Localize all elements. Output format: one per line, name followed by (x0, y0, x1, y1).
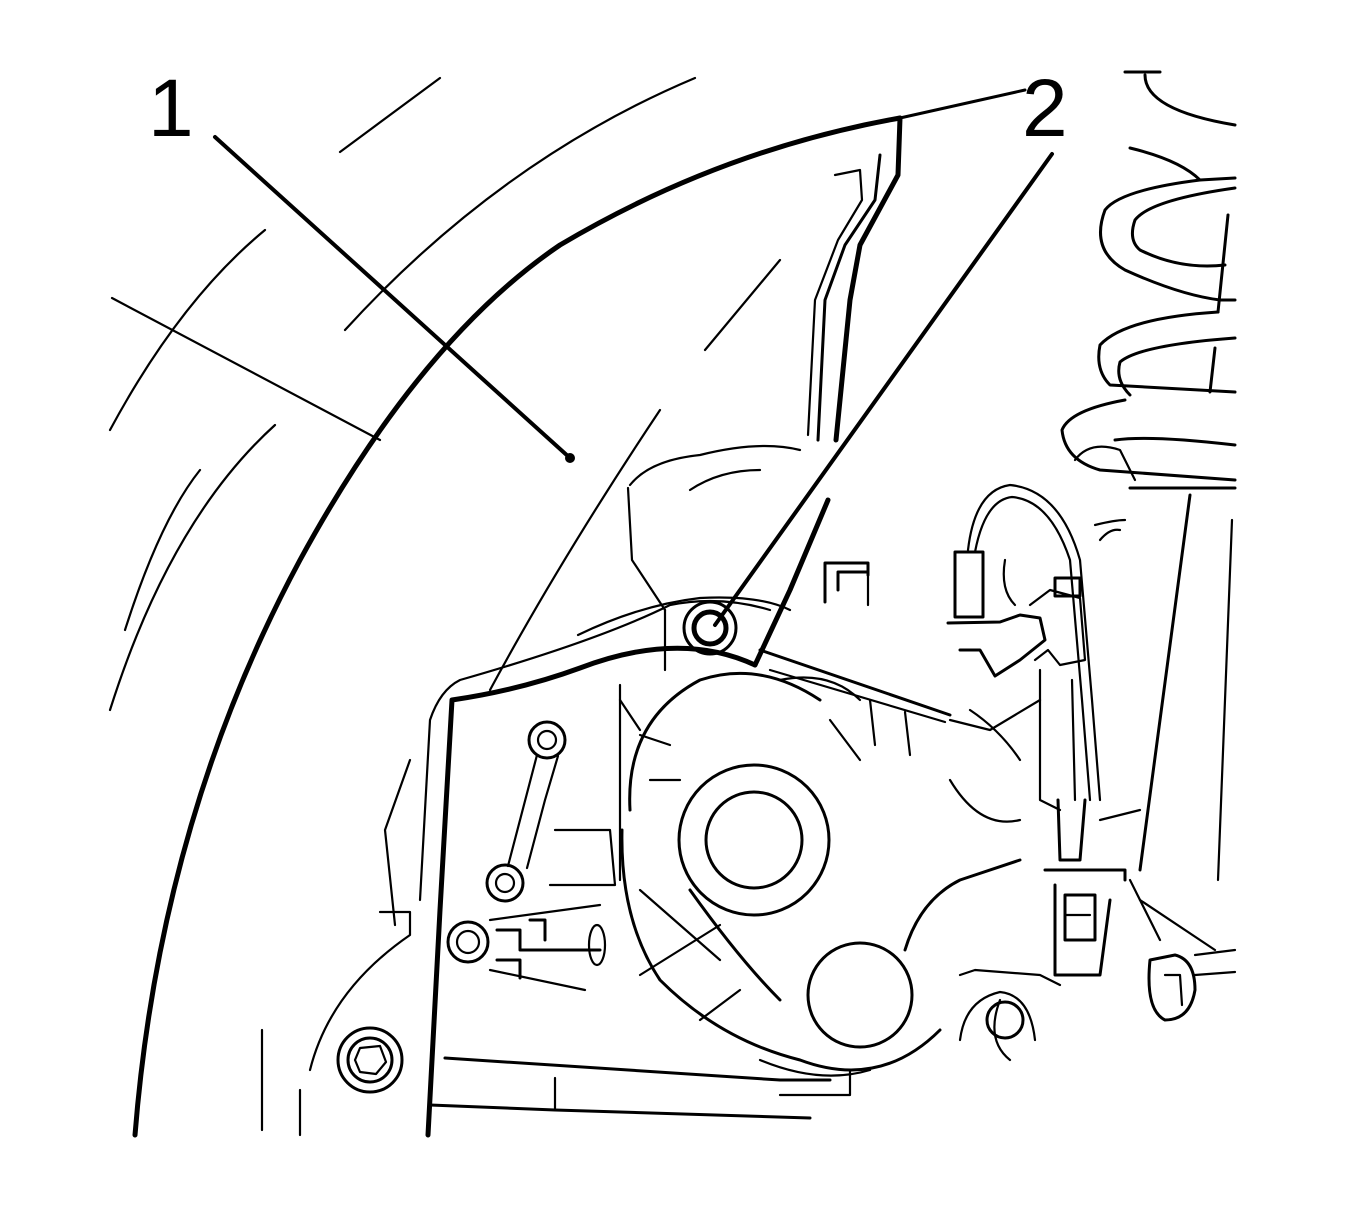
lower-right-bracket (958, 808, 1237, 1062)
callout-label-2: 2 (1022, 63, 1068, 154)
lower-plate (428, 1056, 832, 1120)
tire-arcs (108, 76, 782, 1137)
strap-bar (758, 648, 952, 757)
coil-spring (1060, 70, 1237, 882)
bracket-symbol (823, 561, 870, 607)
pump-body (618, 671, 1042, 1097)
sensor-wire (946, 483, 1127, 862)
fastener-bolt (576, 596, 792, 672)
linkage-arm (446, 683, 622, 992)
callout-1-leader (213, 135, 572, 460)
callout-1-point (565, 453, 575, 463)
callout-2-leader (713, 152, 1054, 627)
lower-nut (336, 1026, 404, 1094)
wheelhouse-liner (132, 88, 1027, 1138)
callout-leaders (213, 135, 1054, 627)
upper-housing (626, 444, 802, 612)
inner-panel-edge (308, 497, 831, 1138)
callout-label-1: 1 (148, 63, 194, 154)
